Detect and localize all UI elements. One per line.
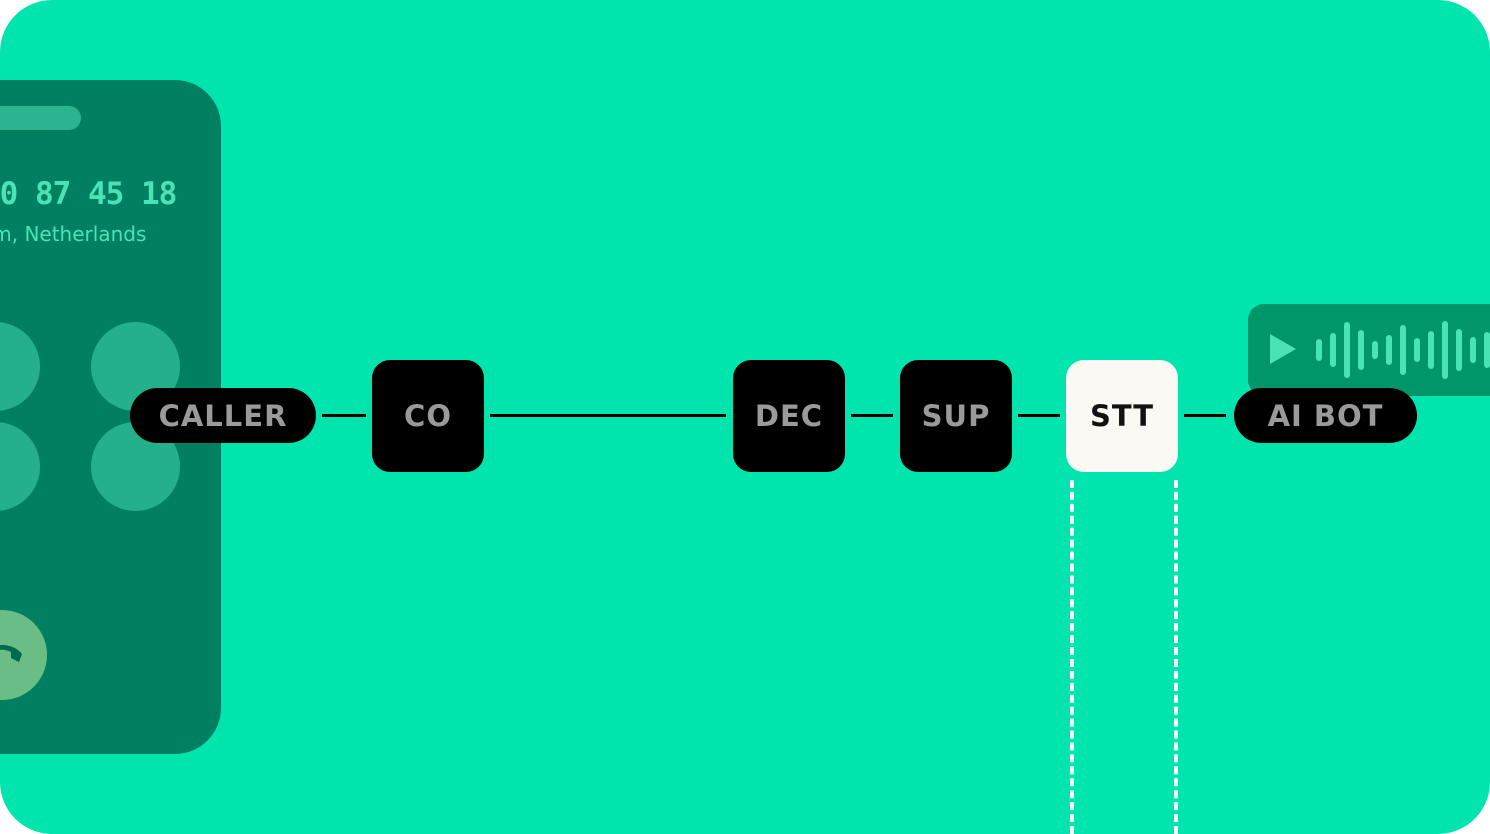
- waveform-bar: [1400, 325, 1406, 375]
- connector-line: [490, 414, 726, 417]
- waveform-bar: [1484, 332, 1490, 368]
- dashed-line: [1174, 480, 1178, 834]
- audio-player[interactable]: [1248, 304, 1490, 396]
- waveform-bar: [1358, 330, 1364, 370]
- connector-line: [1018, 414, 1060, 417]
- waveform-bar: [1344, 322, 1350, 378]
- hang-up-button[interactable]: [0, 610, 47, 700]
- connector-line: [322, 414, 366, 417]
- waveform-bar: [1372, 341, 1378, 359]
- connector-line: [1184, 414, 1226, 417]
- phone-status-bar: [0, 106, 81, 130]
- phone-location: am, Netherlands: [0, 222, 147, 246]
- waveform-bar: [1330, 333, 1336, 367]
- waveform-bar: [1414, 338, 1420, 362]
- waveform-bar: [1386, 335, 1392, 365]
- node-caller: CALLER: [130, 388, 316, 443]
- keypad-button[interactable]: [0, 322, 40, 411]
- phone-number: 20 87 45 18: [0, 176, 177, 212]
- connector-line: [851, 414, 893, 417]
- node-stt: STT: [1066, 360, 1178, 472]
- waveform-bar: [1470, 337, 1476, 363]
- node-sup: SUP: [900, 360, 1012, 472]
- dashed-line: [1070, 480, 1074, 834]
- waveform-bar: [1428, 331, 1434, 369]
- play-icon[interactable]: [1270, 334, 1296, 364]
- waveform-bar: [1442, 321, 1448, 379]
- node-ai-bot: AI BOT: [1234, 388, 1417, 443]
- waveform-bar: [1316, 339, 1322, 361]
- node-dec: DEC: [733, 360, 845, 472]
- waveform-bar: [1456, 329, 1462, 371]
- phone-hangup-icon: [0, 645, 22, 662]
- node-co: CO: [372, 360, 484, 472]
- keypad-button[interactable]: [0, 422, 40, 511]
